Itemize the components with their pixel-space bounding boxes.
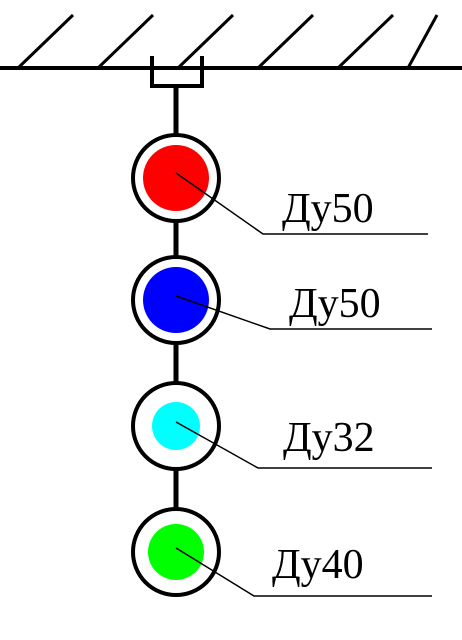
pipe-label: Ду50: [289, 281, 381, 327]
ceiling: [0, 13, 462, 70]
pipe-2: Ду50: [131, 255, 432, 345]
pipe-label: Ду50: [282, 186, 374, 232]
pipe-label: Ду32: [283, 415, 375, 461]
leader-line: [175, 172, 428, 235]
pipe-fill: [152, 402, 200, 450]
leader-line: [175, 295, 432, 330]
pipe-4: Ду40: [131, 507, 432, 597]
mounting-bracket: [150, 56, 204, 88]
pipe-fill: [148, 524, 204, 580]
leader-line: [175, 421, 432, 469]
leader-line: [175, 547, 432, 597]
pipe-3: Ду32: [131, 381, 432, 471]
pipe-1: Ду50: [131, 133, 428, 235]
pipe-label: Ду40: [272, 542, 364, 588]
pipe-fill: [143, 267, 209, 333]
pipe-fill: [143, 145, 209, 211]
